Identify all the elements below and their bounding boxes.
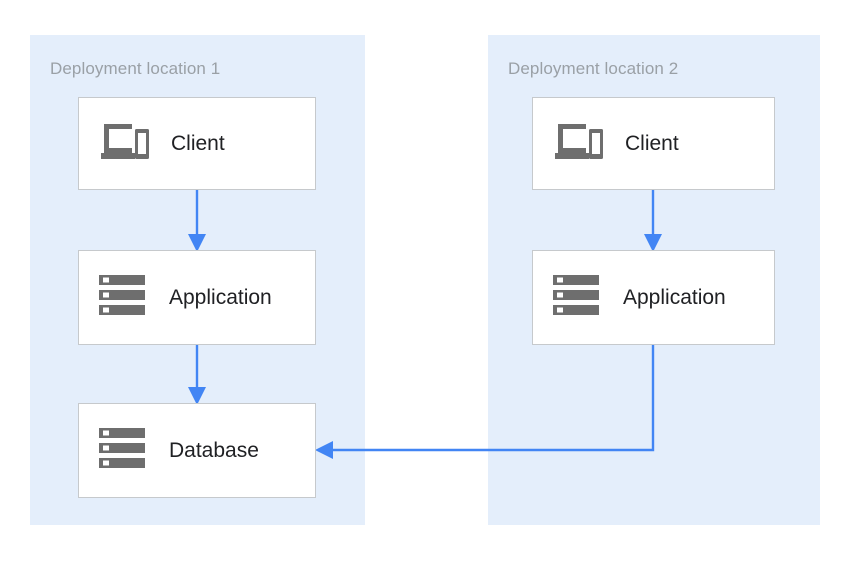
server-icon: [553, 274, 599, 321]
deployment-zone-1-label: Deployment location 1: [50, 59, 221, 78]
node-application-1[interactable]: Application: [78, 250, 316, 345]
node-application-1-label: Application: [169, 285, 272, 309]
node-application-2-label: Application: [623, 285, 726, 309]
node-database-1[interactable]: Database: [78, 403, 316, 498]
node-database-1-label: Database: [169, 438, 259, 462]
server-icon: [99, 427, 145, 474]
node-client-1-label: Client: [171, 131, 225, 155]
deployment-zone-2-label: Deployment location 2: [508, 59, 679, 78]
devices-icon: [101, 120, 149, 167]
node-application-2[interactable]: Application: [532, 250, 775, 345]
devices-icon: [555, 120, 603, 167]
node-client-2-label: Client: [625, 131, 679, 155]
node-client-2[interactable]: Client: [532, 97, 775, 190]
node-client-1[interactable]: Client: [78, 97, 316, 190]
server-icon: [99, 274, 145, 321]
